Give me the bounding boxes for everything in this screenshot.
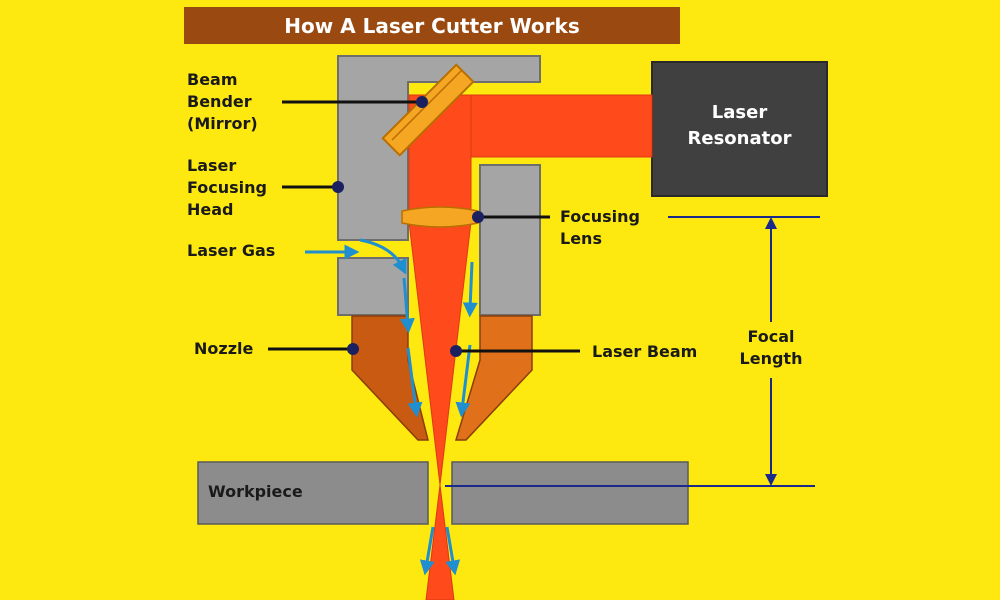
workpiece-left bbox=[197, 461, 429, 525]
workpiece-right bbox=[451, 461, 689, 525]
label-laser-beam: Laser Beam bbox=[592, 342, 698, 361]
title-bar: How A Laser Cutter Works bbox=[184, 7, 680, 44]
gas-arrow-bottom-left bbox=[419, 526, 435, 576]
laser-resonator-box bbox=[651, 61, 828, 197]
label-nozzle: Nozzle bbox=[194, 339, 254, 358]
label-focusing-head: Laser Focusing Head bbox=[187, 156, 267, 219]
leader-dot-beam-bender bbox=[416, 96, 428, 108]
horizontal-beam bbox=[454, 94, 653, 158]
focusing-head-right bbox=[479, 164, 541, 316]
focusing-head-left-lower bbox=[337, 257, 409, 316]
gas-arrow-right-1 bbox=[462, 261, 478, 318]
label-workpiece: Workpiece bbox=[208, 482, 303, 501]
label-beam-bender: Beam Bender (Mirror) bbox=[187, 70, 258, 133]
leader-dot-focusing-lens bbox=[472, 211, 484, 223]
gas-arrow-right-2 bbox=[455, 344, 472, 418]
label-focusing-lens: Focusing Lens bbox=[560, 207, 640, 248]
nozzle-left bbox=[351, 315, 429, 441]
gas-arrow-left-1 bbox=[399, 277, 415, 334]
leader-dot-laser-beam bbox=[450, 345, 462, 357]
label-laser-gas: Laser Gas bbox=[187, 241, 276, 260]
nozzle-right bbox=[454, 315, 533, 441]
focusing-lens bbox=[401, 206, 479, 228]
label-laser-resonator: Laser Resonator bbox=[687, 102, 792, 149]
gas-arrow-curve bbox=[359, 238, 407, 275]
gas-arrow-bottom-right bbox=[445, 526, 461, 576]
leader-dot-nozzle bbox=[347, 343, 359, 355]
gas-arrow-left-2 bbox=[406, 347, 423, 418]
focused-beam-cone bbox=[408, 221, 472, 486]
leader-dot-focusing-head bbox=[332, 181, 344, 193]
diagram-title: How A Laser Cutter Works bbox=[284, 13, 580, 38]
label-focal-length: Focal Length bbox=[739, 327, 803, 368]
